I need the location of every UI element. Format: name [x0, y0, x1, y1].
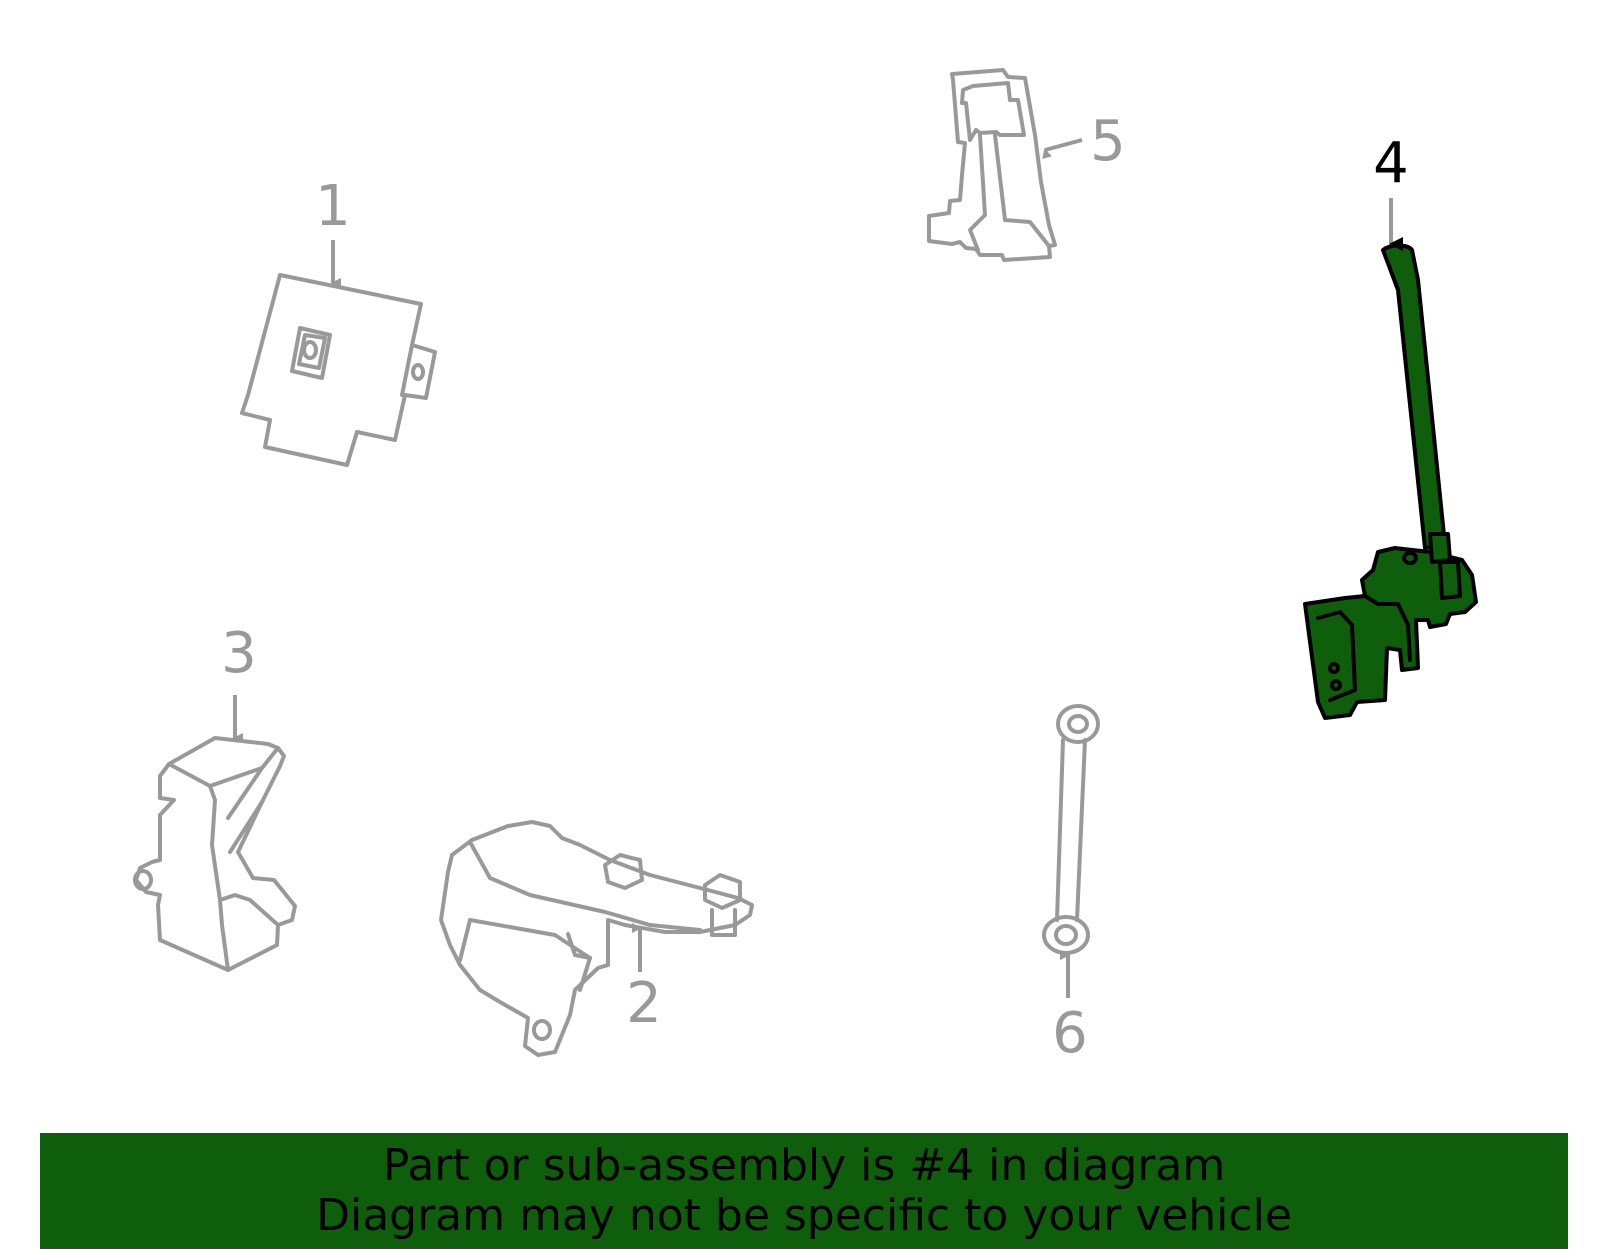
callout-5-label: 5	[1090, 109, 1126, 174]
callout-2: 2	[626, 923, 662, 1036]
part-5-bracket[interactable]	[927, 68, 1057, 262]
callout-3-label: 3	[221, 621, 257, 686]
part-4-rod	[1381, 243, 1447, 550]
callout-1-label: 1	[315, 174, 351, 239]
callout-4: 4	[1373, 131, 1409, 251]
info-banner: Part or sub-assembly is #4 in diagram Di…	[40, 1133, 1568, 1249]
part-6-link-rod[interactable]	[1042, 704, 1100, 955]
callout-1: 1	[315, 174, 351, 288]
banner-line-2: Diagram may not be specific to your vehi…	[316, 1190, 1292, 1241]
callout-3: 3	[221, 621, 257, 743]
part-4-stud-2	[1438, 560, 1462, 600]
part-4-body	[1303, 546, 1478, 720]
banner-line-1: Part or sub-assembly is #4 in diagram	[382, 1140, 1226, 1191]
callout-6: 6	[1052, 950, 1088, 1066]
callout-2-label: 2	[626, 971, 662, 1036]
callout-5-arrow	[1042, 138, 1083, 160]
part-4-stud-1	[1428, 532, 1452, 564]
callout-5: 5	[1042, 109, 1126, 174]
part-1-control-module[interactable]	[240, 273, 437, 467]
part-4-sensor[interactable]	[1303, 243, 1478, 720]
callout-4-label: 4	[1373, 131, 1409, 196]
part-2-actuator-bracket[interactable]	[439, 820, 754, 1057]
part-3-connector-bracket[interactable]	[133, 736, 297, 972]
callout-6-label: 6	[1052, 1001, 1088, 1066]
